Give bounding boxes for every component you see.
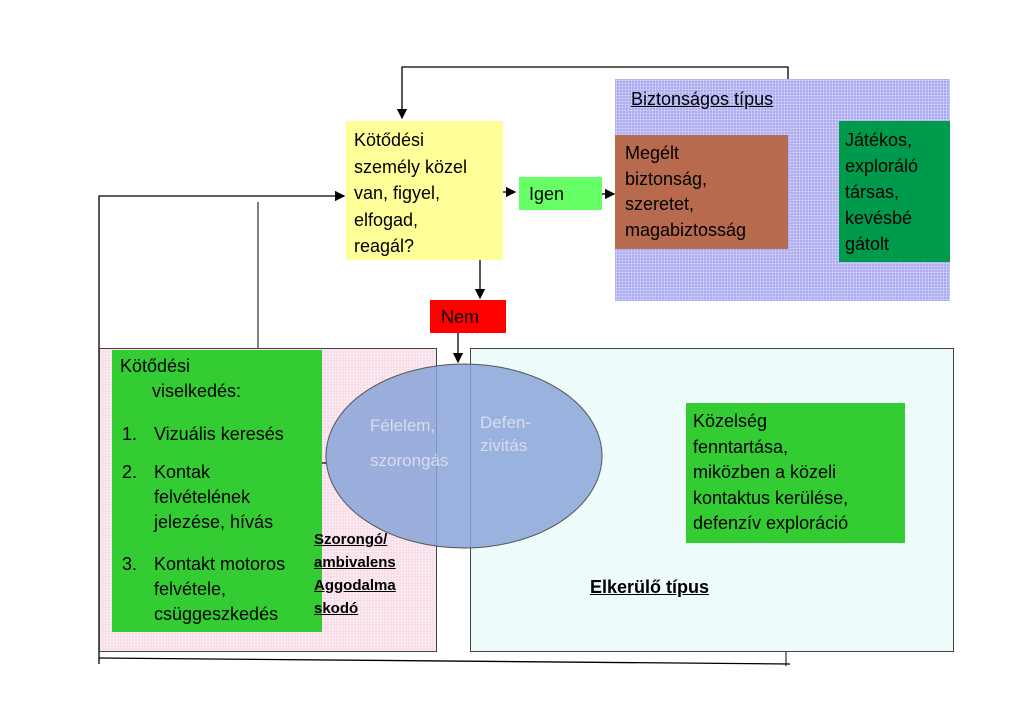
secure-type-title: Biztonságos típus xyxy=(631,89,774,109)
no-label: Nem xyxy=(441,307,480,327)
secure-inner-left: Megélt biztonság, szeretet, magabiztossá… xyxy=(615,135,788,249)
ellipse-right-text: Defen- zivitás xyxy=(480,413,532,455)
behavior-item-2: 2.Kontak felvételének jelezése, hívás xyxy=(122,462,274,532)
behavior-item-3: 3.Kontakt motoros felvétele, csüggeszked… xyxy=(122,554,286,624)
attachment-behavior-heading: Kötődési viselkedés: xyxy=(120,356,242,401)
question-box: Kötődési személy közel van, figyel, elfo… xyxy=(346,121,503,260)
secure-type-panel: Biztonságos típus Megélt biztonság, szer… xyxy=(615,79,950,301)
avoidant-inner-box: Közelség fenntartása, miközben a közeli … xyxy=(686,403,905,543)
secure-inner-right-text: Játékos, exploráló társas, kevésbé gátol… xyxy=(845,130,919,254)
avoidant-type-title: Elkerülő típus xyxy=(590,577,710,597)
ellipse-left-text: Félelem, szorongás xyxy=(370,416,449,470)
secure-inner-right: Játékos, exploráló társas, kevésbé gátol… xyxy=(839,121,950,262)
bottom-line xyxy=(98,657,791,665)
attachment-behavior-box: Kötődési viselkedés: 1.Vizuális keresés … xyxy=(112,350,322,632)
question-text: Kötődési személy közel van, figyel, elfo… xyxy=(354,130,468,256)
behavior-item-1: 1.Vizuális keresés xyxy=(122,424,284,444)
secure-inner-left-text: Megélt biztonság, szeretet, magabiztossá… xyxy=(625,143,747,240)
ambivalent-type-label: Szorongó/ ambivalens Aggodalma skodó xyxy=(314,531,396,617)
no-box: Nem xyxy=(430,300,506,333)
yes-box: Igen xyxy=(519,177,602,210)
avoidant-inner-text: Közelség fenntartása, miközben a közeli … xyxy=(693,411,849,533)
yes-label: Igen xyxy=(529,184,565,204)
feedback-line-top xyxy=(396,66,789,120)
